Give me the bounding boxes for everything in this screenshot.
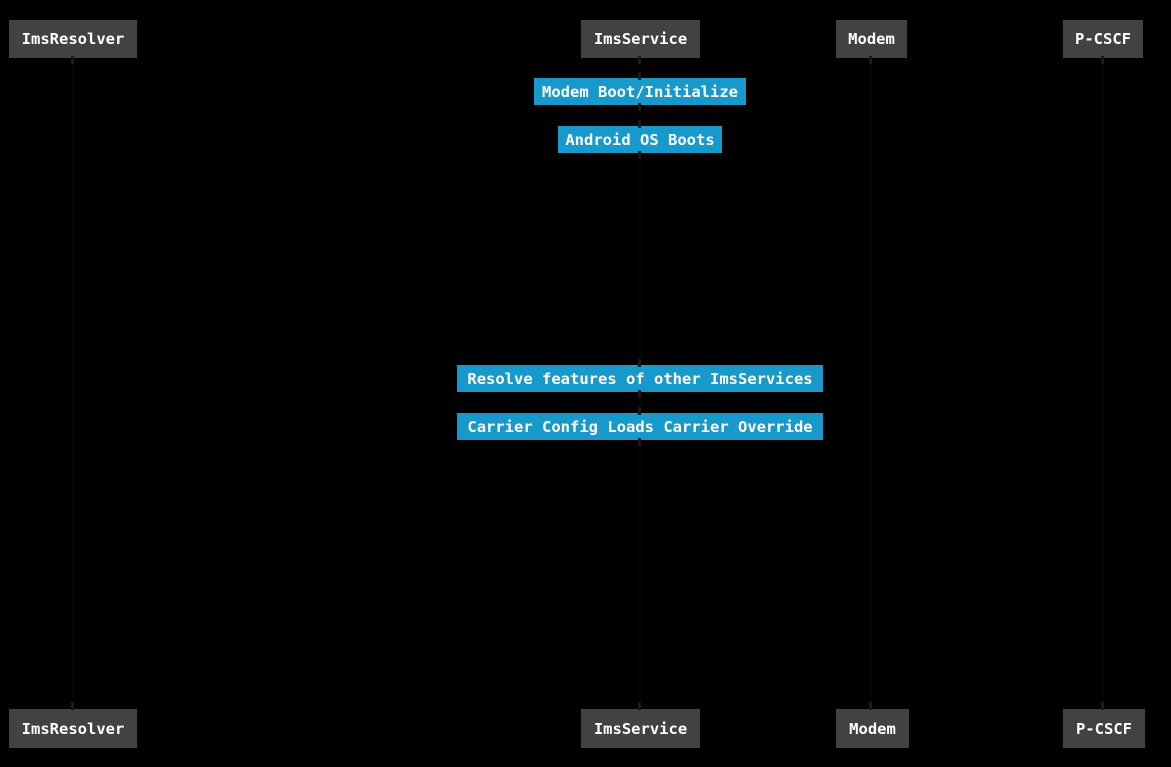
lifeline-stub [71, 702, 74, 710]
lifeline-stub [638, 103, 641, 111]
lifeline-stub [638, 72, 641, 80]
participant-pcscf-top: P-CSCF [1063, 20, 1143, 58]
lifeline-stub [71, 56, 74, 64]
lifeline-stub [638, 56, 641, 64]
lifeline-pcscf [1102, 58, 1104, 709]
lifeline-stub [638, 407, 641, 415]
note-carrier-config-override: Carrier Config Loads Carrier Override [457, 413, 823, 440]
participant-imsresolver-bottom: ImsResolver [9, 709, 137, 748]
lifeline-modem [870, 58, 872, 709]
lifeline-stub [638, 702, 641, 710]
lifeline-stub [869, 702, 872, 710]
participant-imsservice-bottom: ImsService [581, 709, 700, 748]
lifeline-stub [638, 390, 641, 398]
lifeline-stub [1101, 56, 1104, 64]
participant-modem-top: Modem [836, 20, 907, 58]
participant-imsservice-top: ImsService [581, 20, 700, 58]
note-resolve-features: Resolve features of other ImsServices [457, 365, 823, 392]
participant-imsresolver-top: ImsResolver [9, 20, 137, 58]
note-modem-boot-initialize: Modem Boot/Initialize [534, 78, 746, 105]
lifeline-imsresolver [72, 58, 74, 709]
lifeline-stub [638, 120, 641, 128]
participant-modem-bottom: Modem [836, 709, 909, 748]
lifeline-stub [869, 56, 872, 64]
participant-pcscf-bottom: P-CSCF [1063, 709, 1145, 748]
lifeline-stub [638, 359, 641, 367]
lifeline-stub [1101, 702, 1104, 710]
note-android-os-boots: Android OS Boots [558, 126, 722, 153]
lifeline-stub [638, 438, 641, 446]
lifeline-stub [638, 151, 641, 159]
